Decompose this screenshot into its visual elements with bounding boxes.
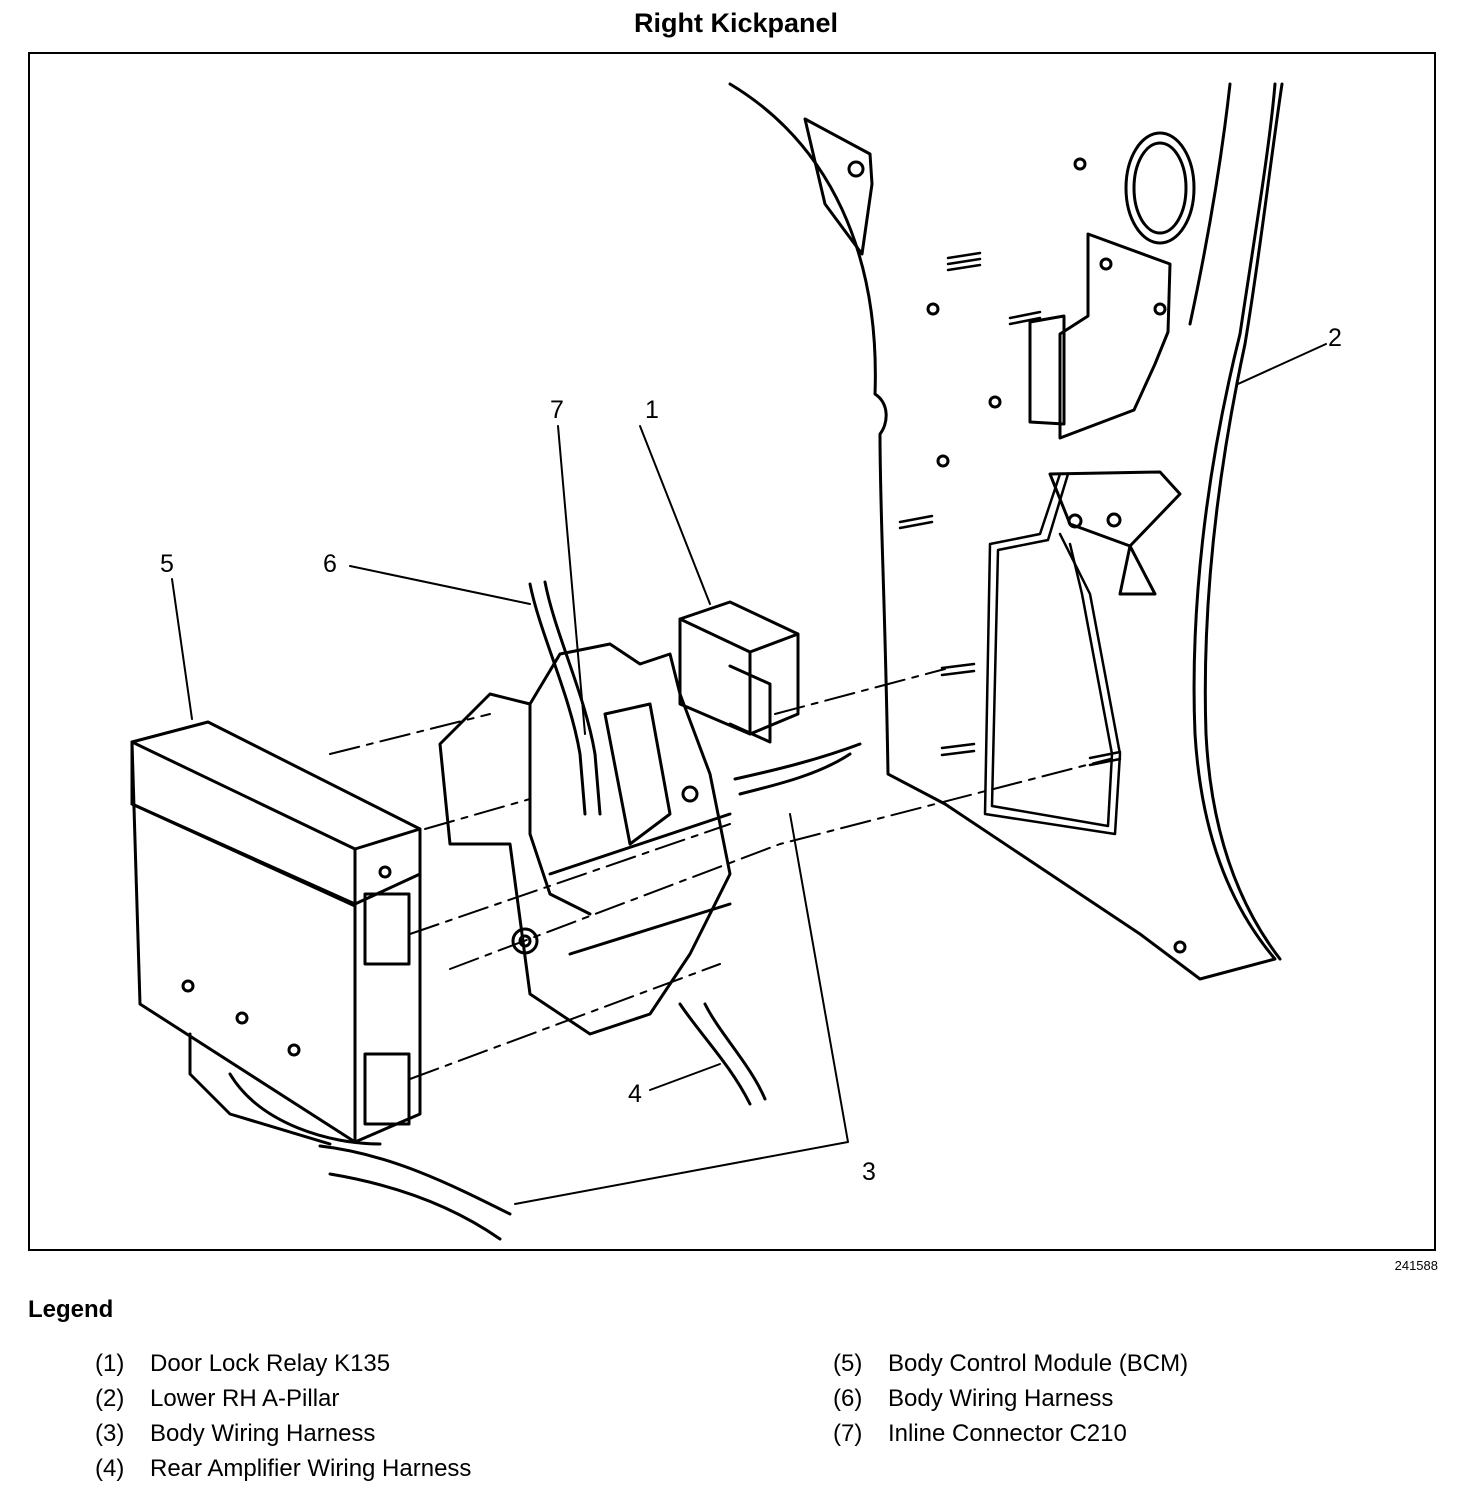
callout-1: 1 bbox=[645, 396, 659, 424]
body-wiring-harness-6 bbox=[528, 580, 602, 816]
alignment-lines bbox=[329, 668, 1111, 1080]
mounting-studs bbox=[898, 251, 1122, 767]
mounting-bracket bbox=[438, 642, 732, 1036]
callout-7: 7 bbox=[550, 396, 564, 424]
legend-item: (6)Body Wiring Harness bbox=[833, 1385, 1114, 1412]
figure-id: 241588 bbox=[1394, 1258, 1438, 1273]
body-wiring-harness-3 bbox=[318, 1144, 512, 1241]
legend-item: (7)Inline Connector C210 bbox=[833, 1420, 1127, 1447]
diagram-title: Right Kickpanel bbox=[633, 8, 839, 38]
legend-item: (2)Lower RH A-Pillar bbox=[95, 1385, 340, 1412]
a-pillar-panel bbox=[728, 82, 1284, 981]
legend-column-left: (1)Door Lock Relay K135 (2)Lower RH A-Pi… bbox=[95, 1346, 471, 1486]
callout-5: 5 bbox=[160, 550, 174, 578]
diagram-frame: 1 2 3 4 5 6 7 bbox=[28, 52, 1436, 1251]
legend-column-right: (5)Body Control Module (BCM) (6)Body Wir… bbox=[833, 1346, 1188, 1451]
legend-item: (4)Rear Amplifier Wiring Harness bbox=[95, 1455, 472, 1482]
body-control-module bbox=[130, 720, 422, 1146]
kickpanel-illustration: 1 2 3 4 5 6 7 bbox=[130, 82, 1342, 1241]
callout-6: 6 bbox=[323, 550, 337, 578]
rear-amplifier-harness bbox=[678, 1002, 767, 1106]
leader-lines bbox=[171, 343, 1327, 1205]
callout-4: 4 bbox=[628, 1080, 642, 1108]
legend-item: (3)Body Wiring Harness bbox=[95, 1420, 376, 1447]
legend-item: (5)Body Control Module (BCM) bbox=[833, 1350, 1189, 1377]
legend-title: Legend bbox=[28, 1296, 114, 1323]
callout-2: 2 bbox=[1328, 324, 1342, 352]
callout-3: 3 bbox=[862, 1158, 876, 1186]
door-lock-relay bbox=[678, 600, 800, 744]
legend-item: (1)Door Lock Relay K135 bbox=[95, 1350, 391, 1377]
